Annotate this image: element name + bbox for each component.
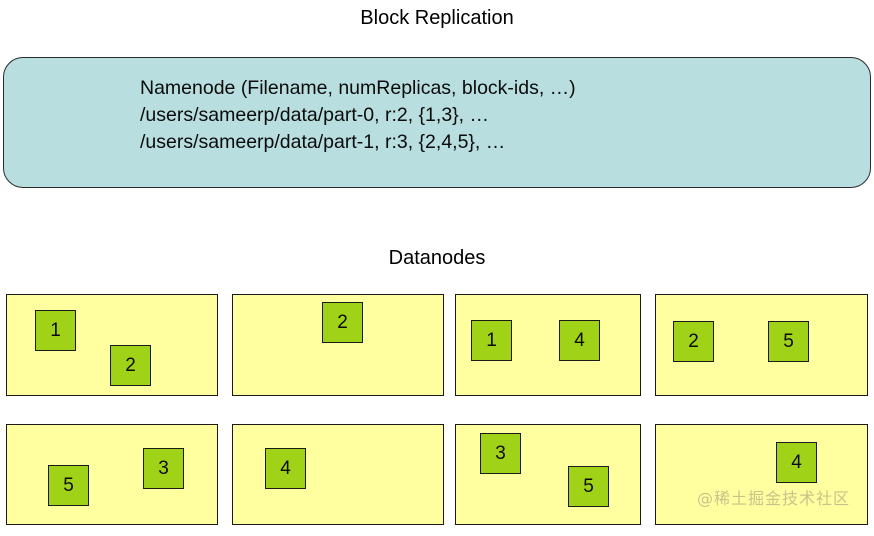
datanode-box: [655, 424, 868, 525]
data-block: 4: [776, 442, 817, 483]
data-block: 5: [568, 466, 609, 507]
data-block: 1: [35, 310, 76, 351]
datanode-box: [6, 424, 218, 525]
data-block: 3: [143, 448, 184, 489]
namenode-metadata-text: Namenode (Filename, numReplicas, block-i…: [140, 77, 576, 153]
data-block: 5: [48, 465, 89, 506]
datanode-box: [232, 424, 444, 525]
data-block: 5: [768, 321, 809, 362]
data-block: 2: [673, 321, 714, 362]
data-block: 1: [471, 320, 512, 361]
namenode-panel: Namenode (Filename, numReplicas, block-i…: [3, 57, 871, 188]
watermark: @稀土掘金技术社区: [697, 489, 851, 508]
page-title: Block Replication: [360, 7, 514, 29]
data-block: 3: [480, 433, 521, 474]
data-block: 2: [110, 345, 151, 386]
datanodes-section-label: Datanodes: [388, 247, 486, 269]
data-block: 4: [559, 320, 600, 361]
data-block: 2: [322, 302, 363, 343]
data-block: 4: [265, 448, 306, 489]
